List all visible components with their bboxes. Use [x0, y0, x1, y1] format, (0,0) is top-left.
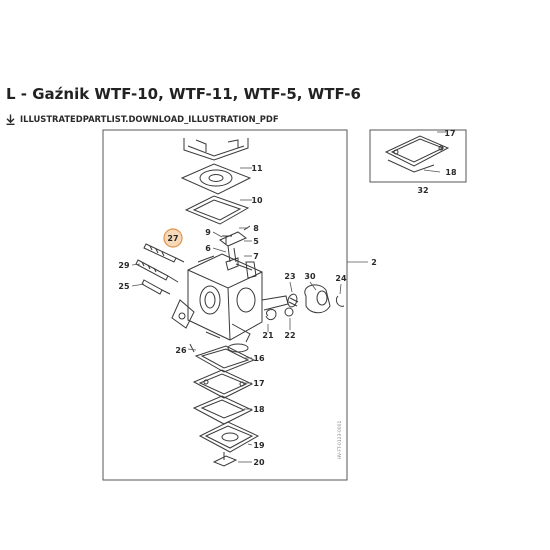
carburetor-body-illustration	[171, 253, 289, 343]
part-label[interactable]: 5	[253, 237, 259, 246]
part-label[interactable]: 25	[118, 282, 130, 291]
download-arrow-icon	[6, 114, 15, 125]
side-parts-illustration	[265, 284, 345, 321]
inset-part-label[interactable]: 17	[444, 129, 455, 138]
part-label[interactable]: 11	[251, 164, 263, 173]
drawing-code: HV-FT-0123-0001	[337, 420, 343, 459]
part-label[interactable]: 2	[371, 258, 377, 267]
part-label[interactable]: 26	[175, 346, 187, 355]
bottom-diaphragms-illustration	[189, 343, 260, 467]
download-link-label: ILLUSTRATEDPARTLIST.DOWNLOAD_ILLUSTRATIO…	[20, 114, 279, 124]
inset-part-label[interactable]: 32	[417, 186, 428, 195]
part-label[interactable]: 29	[118, 261, 130, 270]
part-label[interactable]: 18	[253, 405, 265, 414]
part-label[interactable]: 27	[167, 234, 178, 243]
adjust-screws-illustration	[135, 243, 185, 295]
inset-labels: 17 18 32	[417, 129, 457, 195]
part-label[interactable]: 7	[253, 252, 259, 261]
inset-diaphragm-illustration	[384, 135, 450, 173]
inset-part-label[interactable]: 18	[445, 168, 457, 177]
part-label[interactable]: 20	[253, 458, 265, 467]
part-label[interactable]: 22	[284, 331, 295, 340]
inset-frame	[369, 129, 467, 183]
part-label[interactable]: 21	[262, 331, 274, 340]
part-label[interactable]: 17	[253, 379, 264, 388]
part-label[interactable]: 23	[284, 272, 295, 281]
part-label[interactable]: 9	[205, 228, 211, 237]
part-labels: 27 29 25 9 6 8 5 7 11 10 2 23 30 24 21 2…	[118, 164, 376, 467]
part-label[interactable]: 19	[253, 441, 265, 450]
part-label[interactable]: 10	[251, 196, 263, 205]
page-title: L - Gaźnik WTF-10, WTF-11, WTF-5, WTF-6	[6, 85, 361, 103]
download-illustration-link[interactable]: ILLUSTRATEDPARTLIST.DOWNLOAD_ILLUSTRATIO…	[6, 112, 279, 126]
part-label[interactable]: 24	[335, 274, 347, 283]
part-label[interactable]: 8	[253, 224, 259, 233]
carburetor-cover-illustration	[180, 138, 252, 225]
diagram-frame	[102, 129, 348, 481]
part-label[interactable]: 6	[205, 244, 211, 253]
part-label[interactable]: 16	[253, 354, 265, 363]
highlighted-part-marker[interactable]	[163, 228, 183, 248]
part-label[interactable]: 30	[304, 272, 316, 281]
